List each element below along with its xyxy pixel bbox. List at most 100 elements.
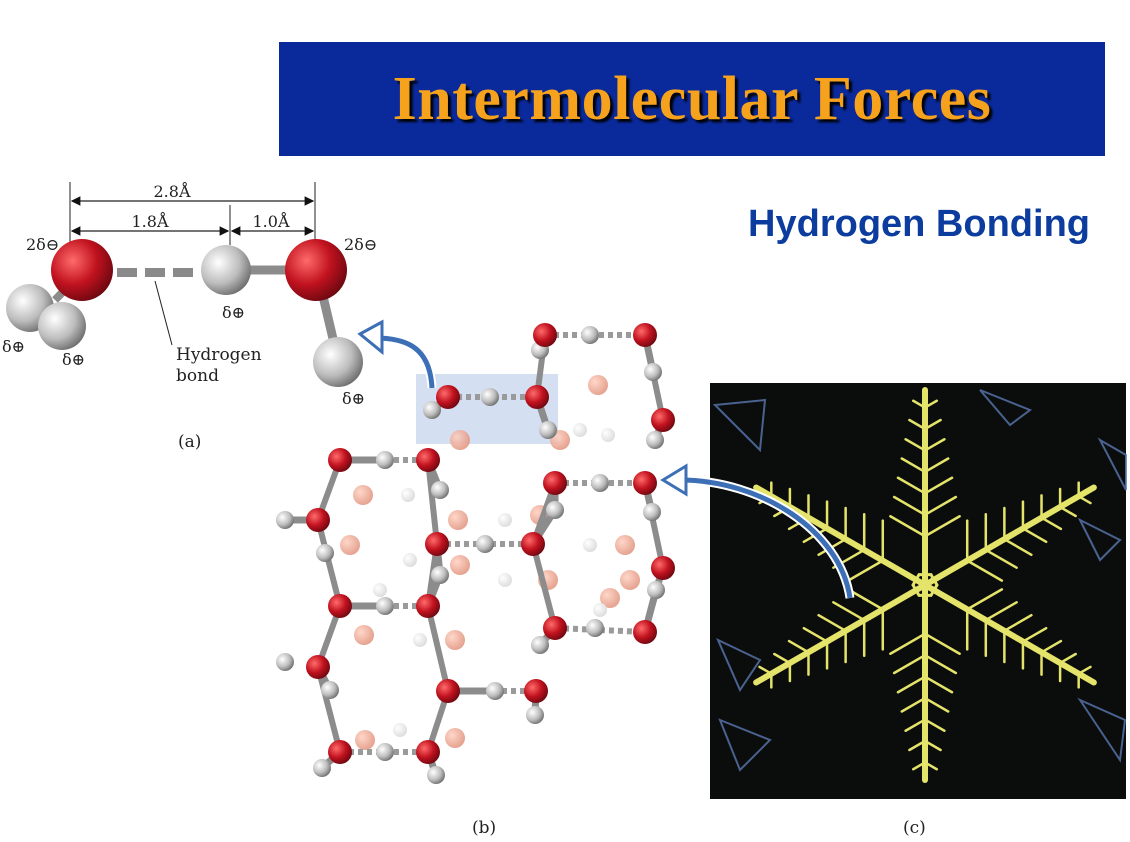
oxygen-atom-faded bbox=[445, 630, 465, 650]
hydrogen-atom bbox=[647, 581, 665, 599]
hydrogen-atom-faded bbox=[401, 488, 415, 502]
hydrogen-atom bbox=[591, 474, 609, 492]
charge-hydrogen-right: δ⊕ bbox=[342, 389, 365, 408]
oxygen-atom bbox=[521, 532, 545, 556]
oxygen-atom-faded bbox=[448, 510, 468, 530]
hydrogen-atom-faded bbox=[403, 553, 417, 567]
oxygen-atom-faded bbox=[355, 730, 375, 750]
hydrogen-atom bbox=[431, 566, 449, 584]
hydrogen-atom bbox=[313, 337, 363, 387]
hydrogen-atom-faded bbox=[393, 723, 407, 737]
oxygen-atom-faded bbox=[340, 535, 360, 555]
hydrogen-atom bbox=[423, 401, 441, 419]
hydrogen-atom-faded bbox=[498, 573, 512, 587]
hydrogen-bond-dashes bbox=[117, 268, 193, 277]
hydrogen-atom-faded bbox=[413, 633, 427, 647]
snowflake-arm bbox=[753, 484, 928, 588]
panel-b-ice-lattice bbox=[276, 323, 675, 784]
hydrogen-atom bbox=[427, 766, 445, 784]
caption-a: (a) bbox=[178, 432, 202, 452]
hydrogen-atom bbox=[376, 451, 394, 469]
oxygen-atom bbox=[416, 594, 440, 618]
hydrogen-atom-faded bbox=[573, 423, 587, 437]
oxygen-atom bbox=[633, 323, 657, 347]
hydrogen-atom bbox=[481, 388, 499, 406]
dist-total-label: 2.8Å bbox=[154, 181, 191, 201]
hydrogen-atom-faded bbox=[373, 583, 387, 597]
oxygen-atom-faded bbox=[445, 728, 465, 748]
dist-covalent-label: 1.0Å bbox=[253, 211, 290, 231]
oxygen-atom bbox=[306, 508, 330, 532]
snowflake-arm bbox=[922, 582, 1097, 686]
caption-b: (b) bbox=[472, 818, 497, 838]
oxygen-atom bbox=[416, 740, 440, 764]
oxygen-atom bbox=[425, 532, 449, 556]
hydrogen-atom bbox=[376, 597, 394, 615]
hydrogen-atom bbox=[581, 326, 599, 344]
oxygen-atom-faded bbox=[354, 625, 374, 645]
hydrogen-atom bbox=[531, 636, 549, 654]
hbond-label-line1: Hydrogen bbox=[176, 345, 262, 365]
oxygen-atom-faded bbox=[450, 555, 470, 575]
oxygen-atom-faded bbox=[615, 535, 635, 555]
oxygen-atom bbox=[633, 620, 657, 644]
oxygen-atom bbox=[651, 556, 675, 580]
oxygen-atom bbox=[633, 471, 657, 495]
charge-hydrogen-left-2: δ⊕ bbox=[62, 350, 85, 369]
hydrogen-atom bbox=[201, 245, 251, 295]
title-banner: Intermolecular Forces bbox=[279, 42, 1105, 156]
hydrogen-atom bbox=[476, 535, 494, 553]
oxygen-atom-faded bbox=[588, 375, 608, 395]
oxygen-atom bbox=[328, 594, 352, 618]
hydrogen-atom-faded bbox=[601, 428, 615, 442]
slide-title: Intermolecular Forces bbox=[392, 64, 992, 133]
oxygen-atom bbox=[328, 448, 352, 472]
hydrogen-atom bbox=[321, 681, 339, 699]
hydrogen-atom bbox=[586, 619, 604, 637]
charge-hydrogen-left-1: δ⊕ bbox=[2, 337, 25, 356]
hydrogen-atom bbox=[38, 302, 86, 350]
oxygen-atom-faded bbox=[620, 570, 640, 590]
dist-hbond-label: 1.8Å bbox=[132, 211, 169, 231]
hydrogen-atom bbox=[316, 544, 334, 562]
oxygen-atom bbox=[416, 448, 440, 472]
hydrogen-atom bbox=[276, 653, 294, 671]
charge-hydrogen-bonded: δ⊕ bbox=[222, 303, 245, 322]
panel-c-snowflake-photo bbox=[710, 383, 1127, 799]
hydrogen-atom bbox=[644, 363, 662, 381]
oxygen-atom bbox=[543, 616, 567, 640]
snowflake-arm bbox=[922, 484, 1097, 588]
caption-c: (c) bbox=[903, 818, 926, 838]
oxygen-atom bbox=[651, 408, 675, 432]
charge-oxygen-left: 2δ⊖ bbox=[26, 235, 59, 254]
oxygen-atom bbox=[328, 740, 352, 764]
hydrogen-atom bbox=[546, 501, 564, 519]
oxygen-atom bbox=[436, 385, 460, 409]
oxygen-atom bbox=[525, 385, 549, 409]
oxygen-atom bbox=[306, 655, 330, 679]
hydrogen-atom-faded bbox=[498, 513, 512, 527]
hydrogen-atom-faded bbox=[583, 538, 597, 552]
oxygen-atom bbox=[436, 679, 460, 703]
charge-oxygen-right: 2δ⊖ bbox=[344, 235, 377, 254]
hydrogen-atom bbox=[431, 481, 449, 499]
snowflake-center bbox=[911, 573, 939, 597]
oxygen-atom-faded bbox=[353, 485, 373, 505]
oxygen-atom bbox=[285, 239, 347, 301]
oxygen-atom bbox=[543, 471, 567, 495]
hbond-label-line2: bond bbox=[176, 366, 219, 386]
hydrogen-atom bbox=[276, 511, 294, 529]
panel-a-water-dimer: 2.8Å 1.8Å 1.0Å 2δ⊖ 2δ⊖ δ⊕ δ⊕ δ⊕ δ⊕ Hydro… bbox=[2, 181, 377, 408]
snowflake-arm bbox=[753, 582, 928, 686]
hydrogen-atom bbox=[643, 503, 661, 521]
hydrogen-atom bbox=[526, 706, 544, 724]
oxygen-atom-faded bbox=[450, 430, 470, 450]
oxygen-atom bbox=[524, 679, 548, 703]
hydrogen-atom bbox=[646, 431, 664, 449]
slide-subtitle: Hydrogen Bonding bbox=[748, 203, 1090, 245]
hydrogen-atom bbox=[376, 743, 394, 761]
hydrogen-atom bbox=[539, 421, 557, 439]
hydrogen-atom bbox=[486, 682, 504, 700]
oxygen-atom bbox=[533, 323, 557, 347]
